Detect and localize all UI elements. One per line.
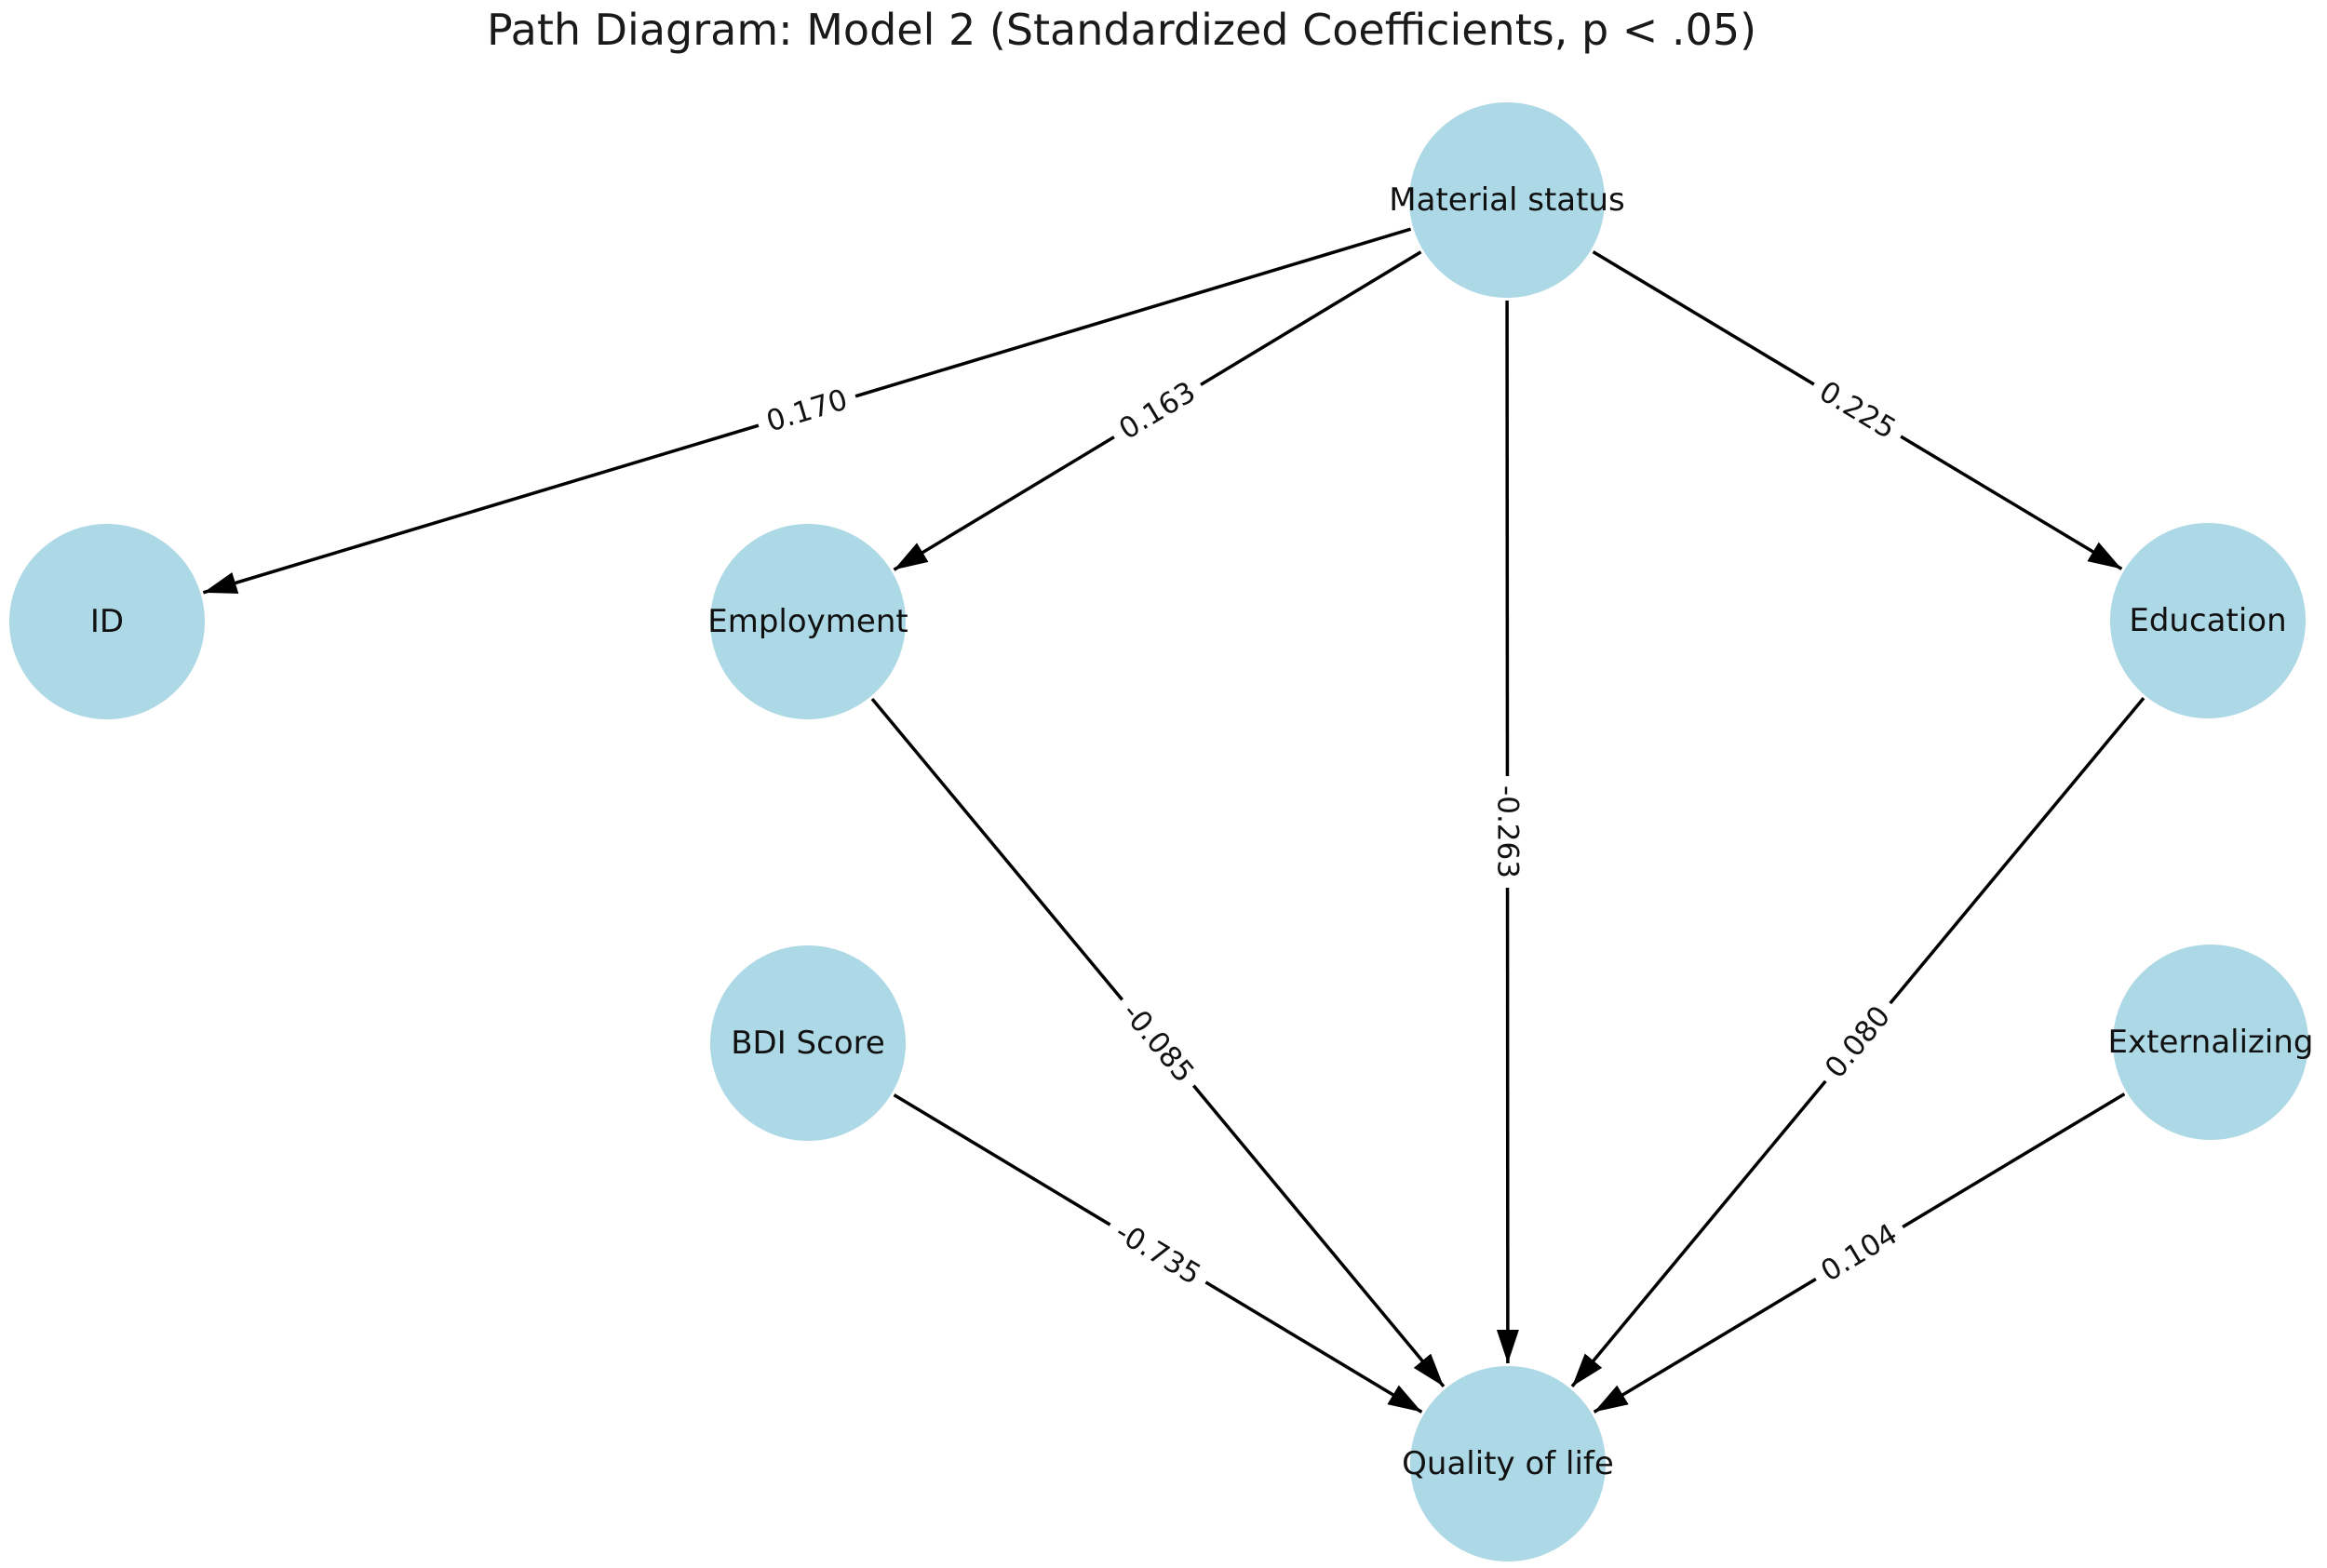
node-circle-quality_of_life (1410, 1366, 1606, 1561)
node-label-externalizing: Externalizing (2108, 1024, 2314, 1061)
edge-label-bg (1110, 989, 1206, 1096)
node-circle-bdi_score (710, 945, 906, 1141)
node-label-quality_of_life: Quality of life (1402, 1445, 1614, 1482)
edge-label-bg (1486, 776, 1529, 888)
edge-label-group-material_status-education: 0.225 (1806, 369, 1909, 451)
edge-label-group-material_status-quality_of_life: -0.263 (1486, 776, 1529, 888)
edge-label-group-material_status-id: 0.170 (754, 378, 860, 444)
edge-labels-layer: 0.170 0.163 0.225 -0.263 -0.085 -0.735 0.080 0.… (754, 369, 1911, 1297)
node-circle-material_status (1409, 102, 1605, 298)
node-label-education: Education (2129, 602, 2286, 639)
node-label-bdi_score: BDI Score (731, 1025, 885, 1062)
node-circle-id (9, 524, 205, 719)
nodes-layer (9, 102, 2308, 1561)
diagram-title: Path Diagram: Model 2 (Standardized Coef… (487, 5, 1756, 55)
edge-label-group-employment-quality_of_life: -0.085 (1110, 989, 1206, 1096)
node-label-material_status: Material status (1389, 181, 1624, 219)
edge-label-bg (1806, 369, 1909, 451)
node-circle-employment (710, 524, 906, 719)
edge-label-group-bdi_score-quality_of_life: -0.735 (1102, 1210, 1214, 1297)
edge-label-bg (1808, 1212, 1911, 1294)
node-circle-externalizing (2113, 945, 2308, 1140)
edge-label-group-externalizing-quality_of_life: 0.104 (1808, 1212, 1911, 1294)
edge-label-group-education-quality_of_life: 0.080 (1812, 993, 1903, 1092)
node-circle-education (2110, 523, 2306, 718)
edge-label-bg (754, 378, 860, 444)
edge-label-material_status-quality_of_life: -0.263 (1490, 785, 1524, 878)
node-label-employment: Employment (707, 603, 908, 640)
edge-label-bg (1812, 993, 1903, 1092)
edge-label-bg (1102, 1210, 1214, 1297)
node-label-id: ID (90, 603, 124, 640)
edge-label-bg (1106, 369, 1209, 452)
edge-label-group-material_status-employment: 0.163 (1106, 369, 1209, 452)
